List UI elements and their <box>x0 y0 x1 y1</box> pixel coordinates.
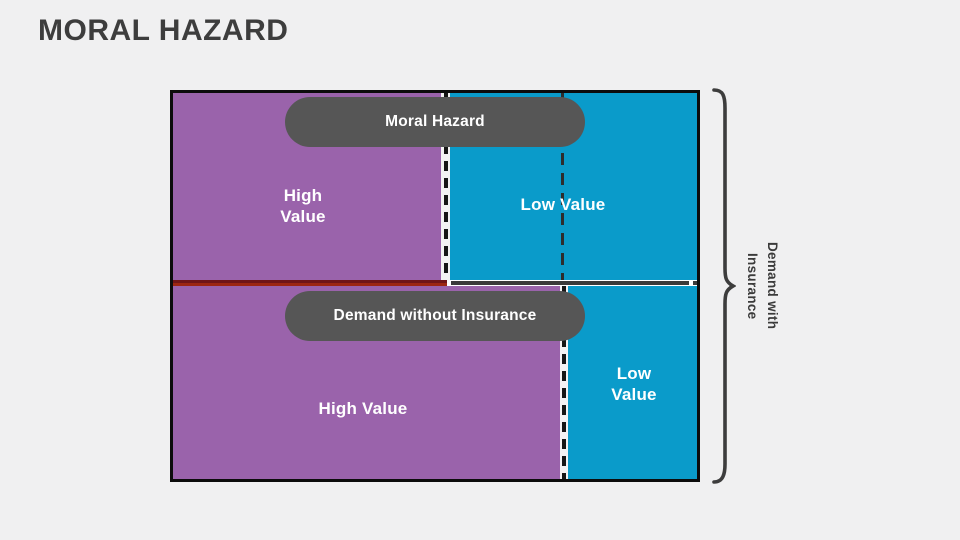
side-label-line: Insurance <box>745 252 760 320</box>
demand-without-insurance-pill: Demand without Insurance <box>285 291 585 341</box>
dash-pattern <box>443 93 448 280</box>
dash-pattern <box>562 286 566 479</box>
demand-line-gray-end <box>693 281 697 285</box>
demand-line-red-segment <box>173 280 447 286</box>
dashed-divider-with-insurance <box>441 93 450 280</box>
label-line: Value <box>611 385 657 404</box>
dashed-divider-without-insurance <box>560 286 568 479</box>
moral-hazard-pill: Moral Hazard <box>285 97 585 147</box>
label-high-value-top: High Value <box>243 185 363 227</box>
side-label-demand-with-insurance: Demand with Insurance <box>742 90 782 482</box>
right-brace <box>712 88 736 484</box>
label-line: Value <box>280 207 326 226</box>
label-line: High <box>283 186 323 205</box>
slide-title: MORAL HAZARD <box>38 14 289 47</box>
brace-path <box>712 88 736 484</box>
moral-hazard-diagram: High Value Low Value High Value Low Valu… <box>170 90 700 482</box>
label-line: Low <box>616 364 652 383</box>
region-without-insurance-low-value <box>568 286 697 479</box>
label-low-value-bottom: Low Value <box>574 363 694 405</box>
side-label-line: Demand with <box>765 242 780 330</box>
label-low-value-top: Low Value <box>520 195 606 214</box>
label-high-value-bottom: High Value <box>318 399 408 418</box>
demand-line-gray-segment <box>451 281 689 285</box>
dashed-projection-line <box>561 93 564 280</box>
